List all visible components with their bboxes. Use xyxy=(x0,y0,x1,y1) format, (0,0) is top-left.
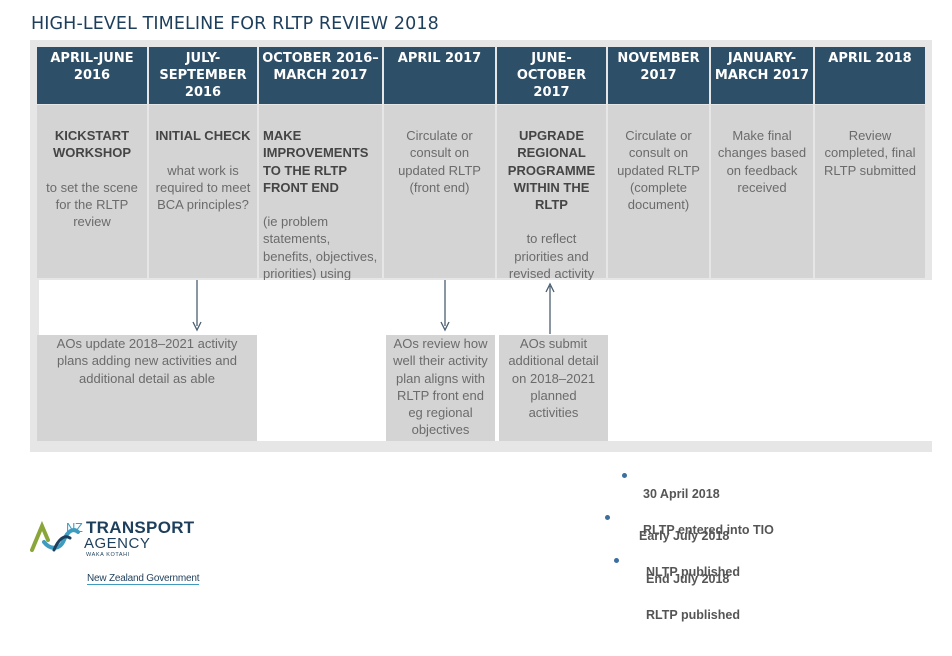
milestone-date: Early July 2018 xyxy=(639,529,730,543)
arrow-up-icon xyxy=(544,282,556,334)
ao-review-box: AOs review how well their activity plan … xyxy=(386,335,495,441)
column-header: JANUARY- MARCH 2017 xyxy=(711,47,813,104)
column-header: APRIL 2018 xyxy=(815,47,925,104)
column-keyword: UPGRADE REGIONAL PROGRAMME WITHIN THE RL… xyxy=(507,128,596,213)
column-header: OCTOBER 2016– MARCH 2017 xyxy=(259,47,382,104)
column-keyword: KICKSTART WORKSHOP xyxy=(53,128,131,161)
milestone-item: 30 April 2018 RLTP entered into TIO xyxy=(643,467,774,539)
column-header: APRIL-JUNE 2016 xyxy=(37,47,147,104)
column-cell: Make final changes based on feedback rec… xyxy=(711,105,813,278)
column-header: JULY- SEPTEMBER 2016 xyxy=(149,47,257,104)
milestone-date: 30 April 2018 xyxy=(643,487,720,501)
nzta-logo: NZ TRANSPORT AGENCY WAKA KOTAHI New Zeal… xyxy=(30,516,210,586)
timeline-frame: APRIL-JUNE 2016 KICKSTART WORKSHOP to se… xyxy=(30,40,932,452)
page-title: HIGH-LEVEL TIMELINE FOR RLTP REVIEW 2018 xyxy=(31,14,439,34)
ao-submit-box: AOs submit additional detail on 2018–202… xyxy=(499,335,608,441)
milestone-event: NLTP published xyxy=(646,565,740,579)
column-cell: MAKE IMPROVEMENTS TO THE RLTP FRONT END … xyxy=(259,105,382,315)
logo-agency: AGENCY xyxy=(84,535,151,552)
column-cell: Circulate or consult on updated RLTP (fr… xyxy=(384,105,495,278)
arrow-down-icon xyxy=(191,280,203,332)
column-cell: Circulate or consult on updated RLTP (co… xyxy=(608,105,709,278)
column-body: to set the scene for the RLTP review xyxy=(46,179,138,230)
milestone-date: End July 2018 xyxy=(646,572,730,586)
bullet-icon xyxy=(614,558,619,563)
milestone-item: Early July 2018 NLTP published xyxy=(639,509,740,581)
bullet-icon xyxy=(622,473,627,478)
milestone-event: RLTP published xyxy=(646,608,740,622)
column-body: Circulate or consult on updated RLTP (co… xyxy=(617,128,700,213)
logo-waka-kotahi: WAKA KOTAHI xyxy=(86,552,130,558)
column-keyword: INITIAL CHECK xyxy=(155,128,251,144)
column-keyword: MAKE IMPROVEMENTS TO THE RLTP FRONT END xyxy=(263,128,369,195)
column-body: what work is required to meet BCA princi… xyxy=(155,162,251,213)
arrow-down-icon xyxy=(439,280,451,332)
logo-transport: TRANSPORT xyxy=(86,518,195,537)
bullet-icon xyxy=(605,515,610,520)
column-header: JUNE- OCTOBER 2017 xyxy=(497,47,606,104)
milestone-item: End July 2018 RLTP published xyxy=(646,552,740,624)
milestone-event: RLTP entered into TIO xyxy=(643,523,774,537)
column-cell: UPGRADE REGIONAL PROGRAMME WITHIN THE RL… xyxy=(497,105,606,315)
column-header: NOVEMBER 2017 xyxy=(608,47,709,104)
column-header: APRIL 2017 xyxy=(384,47,495,104)
column-cell: INITIAL CHECK what work is required to m… xyxy=(149,105,257,278)
column-cell: KICKSTART WORKSHOP to set the scene for … xyxy=(37,105,147,278)
nzta-logo-mark-icon xyxy=(30,520,80,552)
column-body: Review completed, final RLTP submitted xyxy=(823,128,916,178)
column-cell: Review completed, final RLTP submitted xyxy=(815,105,925,278)
column-body: Circulate or consult on updated RLTP (fr… xyxy=(398,128,481,195)
ao-update-box: AOs update 2018–2021 activity plans addi… xyxy=(37,335,257,441)
nz-government-label: New Zealand Government xyxy=(87,573,200,585)
logo-nz: NZ xyxy=(66,520,83,535)
column-body: Make final changes based on feedback rec… xyxy=(717,128,807,195)
